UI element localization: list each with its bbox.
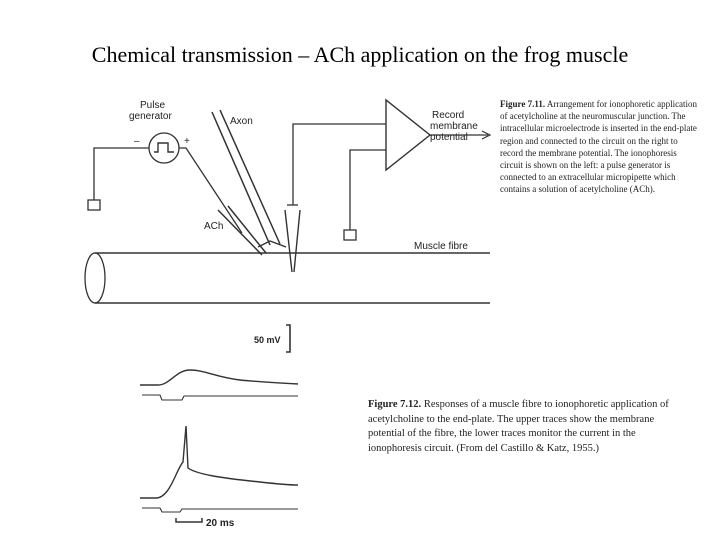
label-ach: ACh	[204, 221, 223, 232]
pulse-generator-circle	[148, 132, 180, 164]
amplifier-triangle	[385, 98, 432, 172]
figure-712-caption-text: Responses of a muscle fibre to ionophore…	[368, 399, 669, 454]
time-scale-bar	[175, 518, 203, 523]
ach-pipette-left	[217, 209, 263, 256]
label-muscle-fibre: Muscle fibre	[414, 241, 468, 252]
label-membrane: membrane	[430, 121, 478, 132]
label-pulse: Pulse	[140, 100, 165, 111]
right-ground-box	[343, 229, 357, 241]
axon-right-edge	[219, 109, 281, 245]
label-20ms: 20 ms	[206, 518, 235, 529]
label-plus: +	[184, 136, 190, 147]
label-record: Record	[432, 110, 464, 121]
ach-pipette-right	[227, 205, 267, 254]
figure-711-caption-text: Arrangement for ionophoretic application…	[500, 99, 698, 195]
lower-trace-2	[142, 507, 298, 513]
figure-712-caption: Figure 7.12. Responses of a muscle fibre…	[368, 398, 688, 456]
output-arrow	[481, 130, 492, 140]
figure-711-caption: Figure 7.11. Arrangement for ionophoreti…	[500, 98, 700, 196]
end-plate	[257, 240, 287, 248]
label-potential: potential	[430, 132, 468, 143]
label-50mv: 50 mV	[254, 335, 281, 345]
slide-title: Chemical transmission – ACh application …	[91, 42, 629, 67]
muscle-fibre-end	[84, 252, 106, 304]
lower-trace-1	[142, 394, 298, 401]
right-lead-wire	[179, 147, 243, 234]
record-electrode-right	[293, 209, 301, 273]
left-lead-wire	[93, 147, 149, 200]
figure-711-caption-label: Figure 7.11.	[500, 99, 546, 109]
pulse-symbol	[154, 142, 174, 153]
label-minus: –	[134, 136, 140, 147]
voltage-scale-bar	[286, 324, 291, 353]
record-lead-wire	[292, 123, 386, 205]
record-electrode-left	[284, 209, 293, 273]
upper-trace-1	[140, 369, 299, 386]
amplifier-ground-wire	[349, 149, 386, 230]
upper-trace-2	[140, 425, 299, 499]
figure-712-caption-label: Figure 7.12.	[368, 399, 422, 410]
left-ground-box	[87, 199, 101, 211]
label-generator: generator	[129, 111, 172, 122]
axon-left-edge	[211, 111, 271, 246]
label-axon: Axon	[230, 116, 253, 127]
